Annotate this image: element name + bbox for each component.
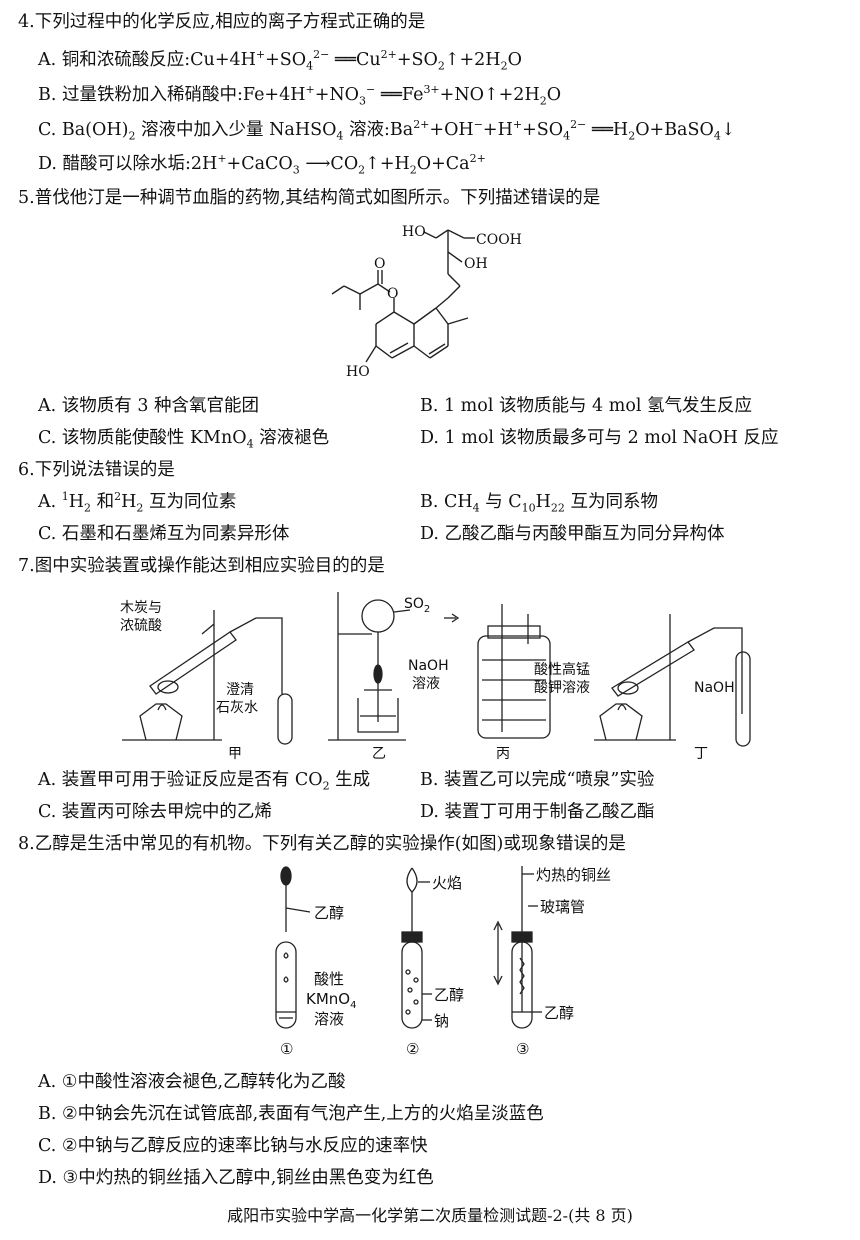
q5-option-a: A. 该物质有 3 种含氧官能团 <box>38 396 260 416</box>
q7-option-d: D. 装置丁可用于制备乙酸乙酯 <box>420 802 655 822</box>
label-acidic: 酸性 <box>314 970 344 988</box>
q8-option-a: A. ①中酸性溶液会褪色,乙醇转化为乙酸 <box>38 1072 346 1092</box>
yi-label-gas: SO2 <box>404 596 430 615</box>
label-ethanol-tube3: 乙醇 <box>544 1004 574 1022</box>
label-copper-wire: 灼热的铜丝 <box>536 866 611 884</box>
label-flame: 火焰 <box>432 874 462 892</box>
structure-label-oh: OH <box>464 256 488 272</box>
label-sodium: 钠 <box>434 1012 449 1030</box>
q5-option-c: C. 该物质能使酸性 KMnO4 溶液褪色 <box>38 428 330 451</box>
q6-option-c: C. 石墨和石墨烯互为同素异形体 <box>38 524 290 544</box>
q8-option-d: D. ③中灼热的铜丝插入乙醇中,铜丝由黑色变为红色 <box>38 1168 434 1188</box>
q6-option-a: A. 1H2 和2H2 互为同位素 <box>38 490 237 515</box>
label-number-2: ② <box>406 1040 419 1058</box>
jia-label-reagent-1: 木炭与 <box>120 600 162 616</box>
q7-option-c: C. 装置丙可除去甲烷中的乙烯 <box>38 802 272 822</box>
page-footer: 咸阳市实验中学高一化学第二次质量检测试题-2-(共 8 页) <box>227 1206 633 1225</box>
label-solution: 溶液 <box>314 1010 344 1028</box>
q8-stem: 8.乙醇是生活中常见的有机物。下列有关乙醇的实验操作(如图)或现象错误的是 <box>18 834 626 854</box>
label-glass-tube: 玻璃管 <box>540 898 585 916</box>
structure-label-ho-top: HO <box>402 224 426 240</box>
label-kmno4: KMnO4 <box>306 990 356 1011</box>
q6-option-b: B. CH4 与 C10H22 互为同系物 <box>420 492 658 515</box>
jia-label-lime-2: 石灰水 <box>216 700 258 716</box>
q8-option-b: B. ②中钠会先沉在试管底部,表面有气泡产生,上方的火焰呈淡蓝色 <box>38 1104 544 1124</box>
label-ethanol-dropper: 乙醇 <box>314 904 344 922</box>
structure-label-cooh: COOH <box>476 232 522 248</box>
q4-option-b: B. 过量铁粉加入稀硝酸中:Fe+4H++NO3− ══Fe3++NO↑+2H2… <box>38 83 562 108</box>
q7-option-b: B. 装置乙可以完成“喷泉”实验 <box>420 770 655 790</box>
structure-label-ho-bottom: HO <box>346 364 370 380</box>
label-number-1: ① <box>280 1040 293 1058</box>
q7-stem: 7.图中实验装置或操作能达到相应实验目的的是 <box>18 556 385 576</box>
q6-option-d: D. 乙酸乙酯与丙酸甲酯互为同分异构体 <box>420 524 725 544</box>
ding-label-naoh: NaOH <box>694 680 735 696</box>
q4-stem: 4.下列过程中的化学反应,相应的离子方程式正确的是 <box>18 12 426 32</box>
label-number-3: ③ <box>516 1040 529 1058</box>
caption-jia: 甲 <box>228 746 242 762</box>
q5-option-b: B. 1 mol 该物质能与 4 mol 氢气发生反应 <box>420 396 753 416</box>
q7-apparatus-diagram: 木炭与 浓硫酸 澄清 石灰水 SO2 NaOH 溶液 酸性高锰 酸钾溶液 NaO… <box>120 592 751 762</box>
q8-ethanol-experiments-diagram: 乙醇 酸性 KMnO4 溶液 火焰 乙醇 钠 灼热的铜丝 玻璃管 乙醇 ① ② … <box>275 866 611 1058</box>
q7-option-a: A. 装置甲可用于验证反应是否有 CO2 生成 <box>38 770 371 793</box>
q5-stem: 5.普伐他汀是一种调节血脂的药物,其结构简式如图所示。下列描述错误的是 <box>18 188 601 208</box>
bing-label-2: 酸钾溶液 <box>534 680 590 696</box>
label-ethanol-tube2: 乙醇 <box>434 986 464 1004</box>
q8-option-c: C. ②中钠与乙醇反应的速率比钠与水反应的速率快 <box>38 1136 428 1156</box>
jia-label-reagent-2: 浓硫酸 <box>120 618 162 634</box>
q6-stem: 6.下列说法错误的是 <box>18 460 175 480</box>
q5-option-d: D. 1 mol 该物质最多可与 2 mol NaOH 反应 <box>420 428 779 448</box>
q4-option-c: C. Ba(OH)2 溶液中加入少量 NaHSO4 溶液:Ba2++OH−+H+… <box>38 118 736 143</box>
bing-label-1: 酸性高锰 <box>534 661 590 678</box>
caption-yi: 乙 <box>372 746 386 762</box>
yi-label-naoh-1: NaOH <box>408 658 449 674</box>
caption-ding: 丁 <box>694 746 708 762</box>
yi-label-naoh-2: 溶液 <box>412 676 440 692</box>
structure-label-ester-o: O <box>387 286 398 302</box>
q4-option-d: D. 醋酸可以除水垢:2H++CaCO3 ⟶CO2↑+H2O+Ca2+ <box>38 152 486 177</box>
jia-label-lime-1: 澄清 <box>226 682 254 698</box>
caption-bing: 丙 <box>496 746 510 762</box>
q4-option-a: A. 铜和浓硫酸反应:Cu+4H++SO42− ══Cu2++SO2↑+2H2O <box>38 48 522 73</box>
structure-label-carbonyl-o: O <box>374 256 385 272</box>
pravastatin-structure-diagram: HO COOH OH O O HO <box>331 224 522 380</box>
